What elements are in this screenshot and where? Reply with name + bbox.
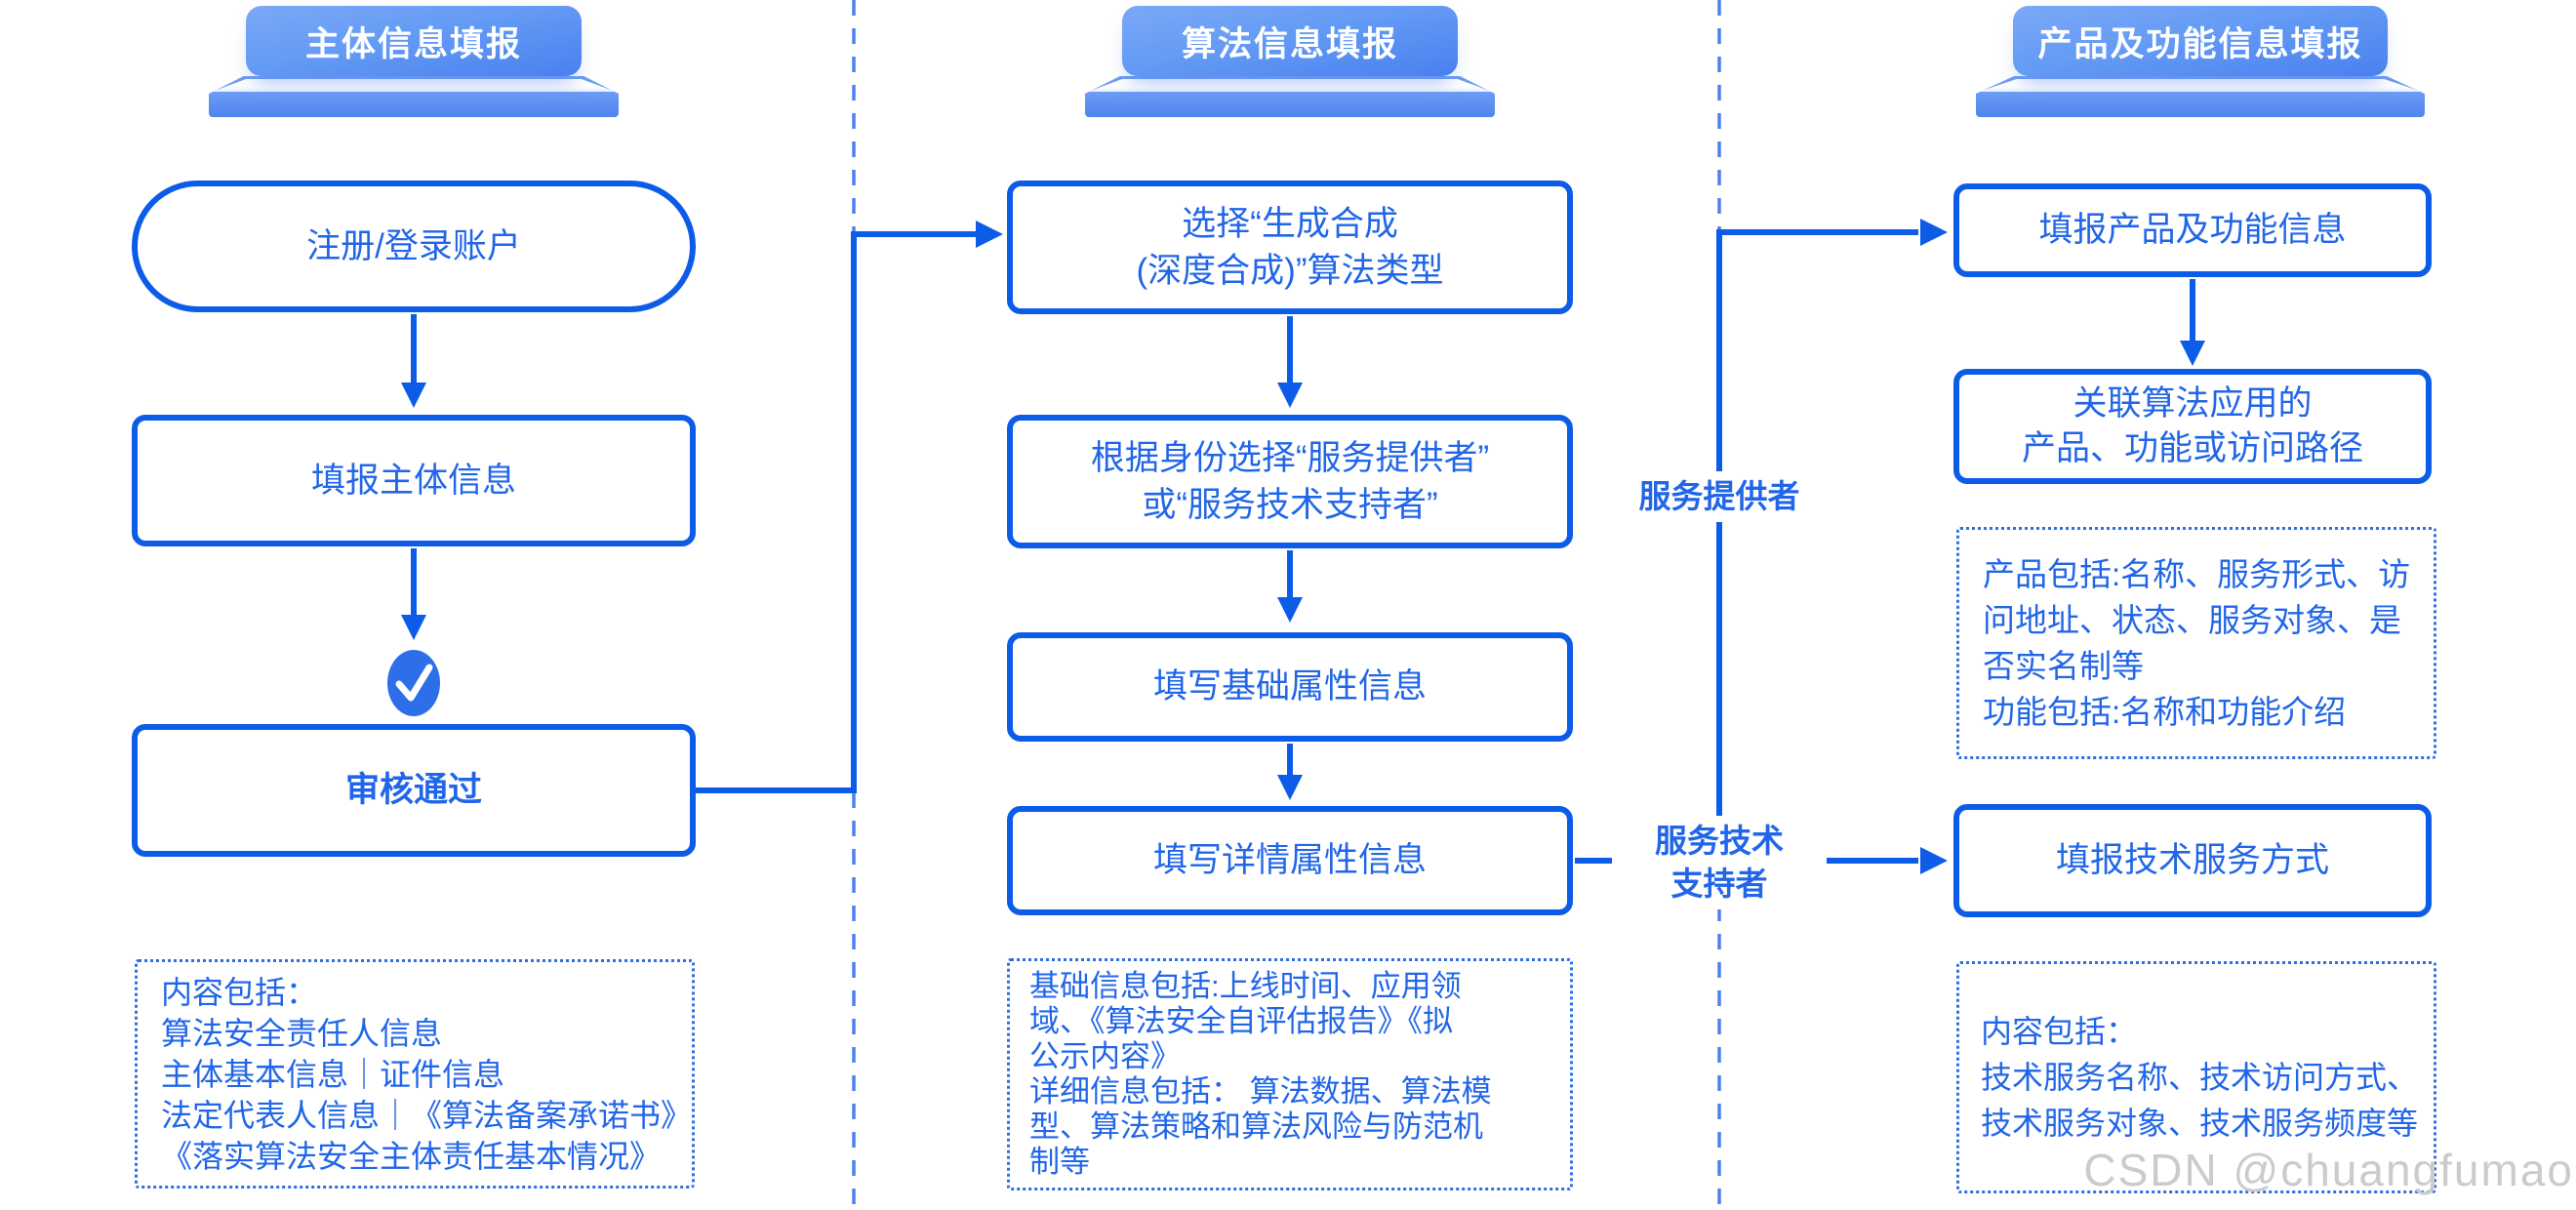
column3-header-badge: 产品及功能信息填报 bbox=[2013, 6, 2388, 76]
column3-header-label: 产品及功能信息填报 bbox=[2037, 24, 2363, 63]
step-fill-product-function-info-label: 填报产品及功能信息 bbox=[2038, 211, 2347, 249]
label-tech-supporter-line1: 服务技术 bbox=[1655, 823, 1784, 859]
step-associate-product-function: 关联算法应用的 产品、功能或访问路径 bbox=[1953, 369, 2432, 484]
step-fill-tech-service-method: 填报技术服务方式 bbox=[1953, 804, 2432, 917]
note-line: 功能包括:名称和功能介绍 bbox=[1983, 694, 2347, 730]
note-line: 基础信息包括:上线时间、应用领 bbox=[1029, 969, 1462, 1003]
note-tech-service-contents: 内容包括： 技术服务名称、技术访问方式、 技术服务对象、技术服务频度等 bbox=[1956, 961, 2436, 1193]
step-fill-tech-service-method-label: 填报技术服务方式 bbox=[2055, 841, 2329, 879]
label-tech-supporter-line2: 支持者 bbox=[1670, 866, 1768, 902]
step-fill-basic-attributes: 填写基础属性信息 bbox=[1007, 632, 1573, 742]
step-register-login-label: 注册/登录账户 bbox=[306, 226, 521, 265]
arrowhead-product-to-associate bbox=[2180, 341, 2205, 366]
step-review-passed: 审核通过 bbox=[132, 724, 696, 857]
podium-front-bar bbox=[1976, 94, 2425, 117]
note-line: 问地址、状态、服务对象、是 bbox=[1983, 602, 2401, 638]
podium-front-bar bbox=[1085, 94, 1495, 117]
arrowhead-basic-to-detail bbox=[1277, 775, 1303, 800]
step-select-algorithm-type: 选择“生成合成 (深度合成)”算法类型 bbox=[1007, 181, 1573, 314]
arrowhead-to-tech-service bbox=[1920, 847, 1948, 874]
step-fill-subject-info: 填报主体信息 bbox=[132, 415, 696, 546]
note-line: 技术服务名称、技术访问方式、 bbox=[1981, 1059, 2419, 1095]
watermark-text: CSDN @chuangfumao bbox=[2083, 1145, 2574, 1195]
note-line: 制等 bbox=[1029, 1145, 1090, 1179]
note-line: 主体基本信息｜证件信息 bbox=[161, 1056, 505, 1092]
column2-header-podium bbox=[1085, 76, 1495, 117]
step-associate-product-function-line2: 产品、功能或访问路径 bbox=[2021, 429, 2363, 467]
step-fill-detail-attributes: 填写详情属性信息 bbox=[1007, 806, 1573, 915]
step-select-algorithm-type-line2: (深度合成)”算法类型 bbox=[1136, 251, 1444, 290]
column1-header-podium bbox=[209, 76, 619, 117]
note-line: 域、《算法安全自评估报告》《拟 bbox=[1029, 1004, 1453, 1038]
column2-header-label: 算法信息填报 bbox=[1181, 24, 1398, 63]
note-line: 技术服务对象、技术服务频度等 bbox=[1981, 1105, 2419, 1141]
note-line: 内容包括： bbox=[161, 974, 318, 1010]
step-fill-detail-attributes-label: 填写详情属性信息 bbox=[1152, 841, 1427, 879]
note-line: 公示内容》 bbox=[1029, 1039, 1181, 1073]
label-service-provider: 服务提供者 bbox=[1612, 471, 1827, 522]
arrowhead-to-product-info bbox=[1920, 219, 1948, 246]
connector-approve-to-algorithm bbox=[696, 231, 976, 793]
note-line: 内容包括： bbox=[1981, 1013, 2138, 1049]
step-select-algorithm-type-line1: 选择“生成合成 bbox=[1182, 204, 1398, 243]
note-line: 法定代表人信息｜《算法备案承诺书》 bbox=[161, 1097, 693, 1133]
step-register-login: 注册/登录账户 bbox=[132, 181, 696, 312]
label-service-provider-text: 服务提供者 bbox=[1638, 478, 1800, 514]
column3-header-podium bbox=[1976, 76, 2425, 117]
column1-header-label: 主体信息填报 bbox=[304, 24, 522, 63]
step-select-identity: 根据身份选择“服务提供者” 或“服务技术支持者” bbox=[1007, 415, 1573, 548]
note-line: 详细信息包括： 算法数据、算法模 bbox=[1029, 1074, 1492, 1109]
step-select-identity-line1: 根据身份选择“服务提供者” bbox=[1090, 438, 1490, 477]
column1-header-badge: 主体信息填报 bbox=[246, 6, 582, 76]
arrowhead-type-to-identity bbox=[1277, 383, 1303, 408]
note-product-contents: 产品包括:名称、服务形式、访 问地址、状态、服务对象、是 否实名制等 功能包括:… bbox=[1956, 527, 2436, 759]
column2-header-badge: 算法信息填报 bbox=[1122, 6, 1458, 76]
podium-front-bar bbox=[209, 94, 619, 117]
watermark: CSDN @chuangfumao bbox=[2083, 1144, 2574, 1196]
arrowhead-to-algorithm bbox=[976, 221, 1003, 248]
connector-provider-branch bbox=[1716, 229, 1918, 861]
note-algorithm-contents: 基础信息包括:上线时间、应用领 域、《算法安全自评估报告》《拟 公示内容》 详细… bbox=[1007, 958, 1573, 1190]
podium-top-surface bbox=[1085, 76, 1495, 94]
step-fill-basic-attributes-label: 填写基础属性信息 bbox=[1152, 667, 1427, 706]
arrowhead-subject-to-check bbox=[401, 615, 426, 640]
step-select-identity-line2: 或“服务技术支持者” bbox=[1142, 485, 1438, 524]
note-line: 算法安全责任人信息 bbox=[161, 1015, 443, 1051]
podium-top-surface bbox=[209, 76, 619, 94]
arrowhead-register-to-subject bbox=[401, 383, 426, 408]
step-fill-subject-info-label: 填报主体信息 bbox=[310, 461, 516, 500]
note-subject-contents: 内容包括： 算法安全责任人信息 主体基本信息｜证件信息 法定代表人信息｜《算法备… bbox=[135, 959, 695, 1189]
label-tech-supporter: 服务技术 支持者 bbox=[1612, 816, 1827, 909]
note-line: 型、算法策略和算法风险与防范机 bbox=[1029, 1109, 1483, 1144]
arrowhead-identity-to-basic bbox=[1277, 597, 1303, 623]
step-associate-product-function-line1: 关联算法应用的 bbox=[2073, 384, 2313, 423]
step-fill-product-function-info: 填报产品及功能信息 bbox=[1953, 183, 2432, 277]
note-line: 否实名制等 bbox=[1983, 648, 2144, 684]
step-review-passed-label: 审核通过 bbox=[344, 771, 482, 809]
podium-top-surface bbox=[1976, 76, 2425, 94]
note-line: 产品包括:名称、服务形式、访 bbox=[1983, 556, 2411, 592]
note-line: 《落实算法安全主体责任基本情况》 bbox=[161, 1138, 662, 1174]
check-icon bbox=[386, 649, 441, 722]
